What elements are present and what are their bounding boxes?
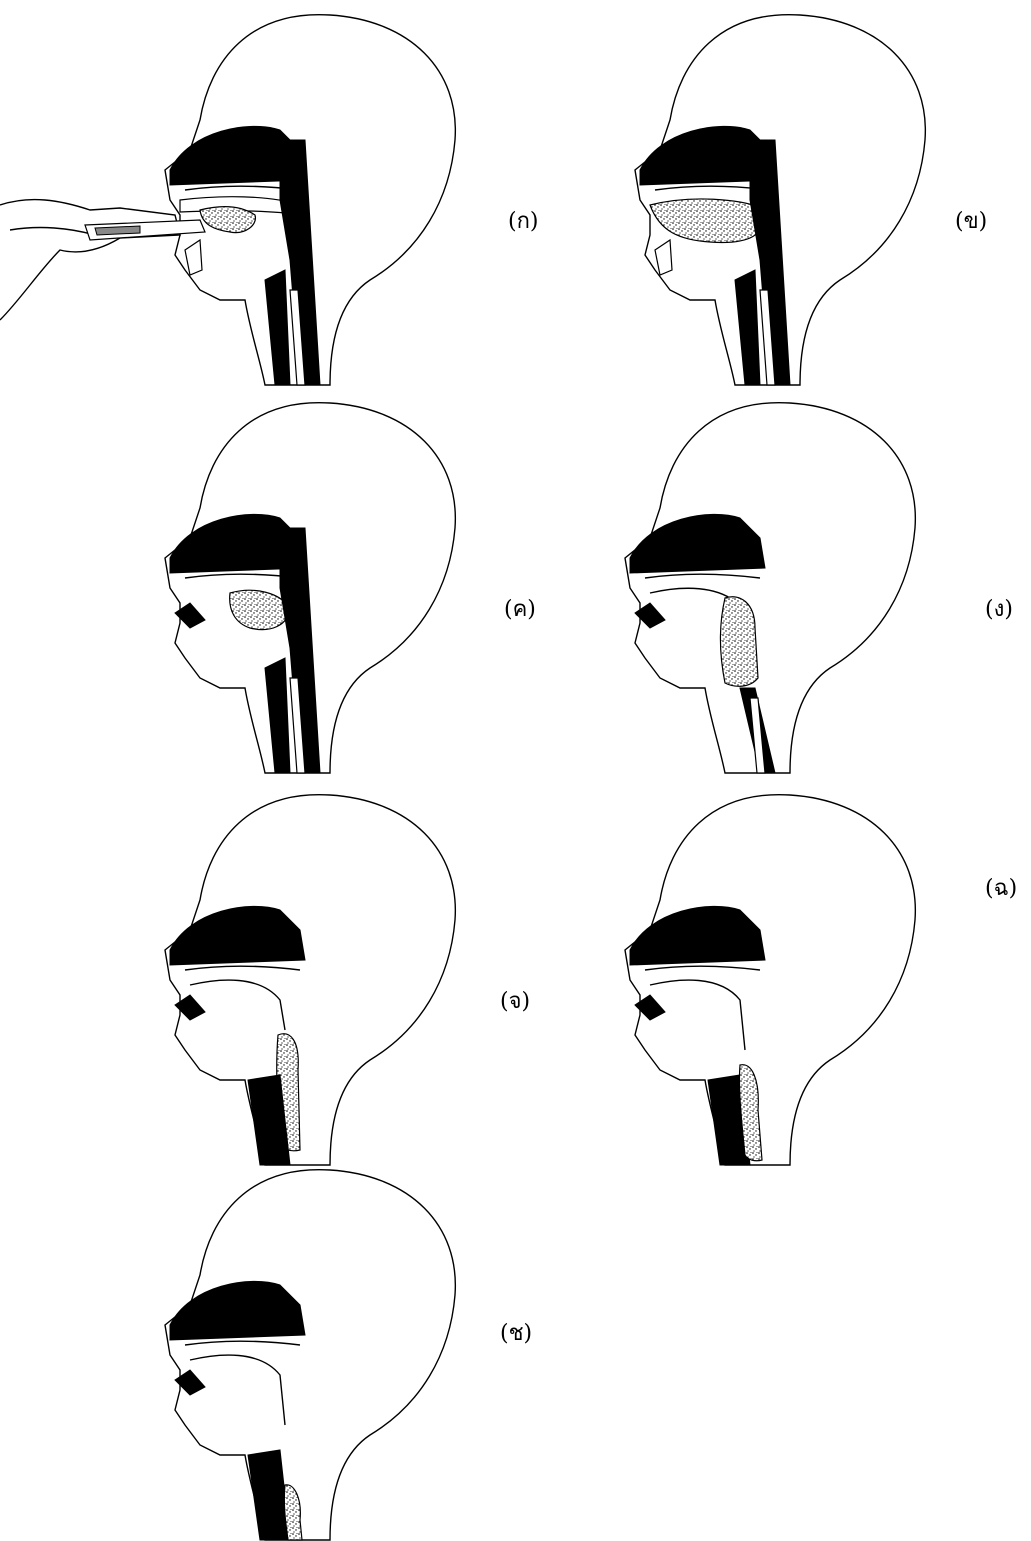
hand-illustration <box>0 0 330 385</box>
panel-d: (ง) <box>590 388 920 773</box>
panel-label: (จ) <box>500 983 530 1018</box>
panel-label: (ค) <box>504 591 536 626</box>
panel-label: (ก) <box>508 203 539 238</box>
head-diagram-g <box>130 1155 460 1540</box>
head-diagram-e <box>130 780 460 1165</box>
head-diagram-b <box>600 0 930 385</box>
panel-label: (ข) <box>955 203 987 238</box>
panel-label: (ช) <box>500 1315 532 1350</box>
panel-f: (ฉ) <box>590 780 920 1165</box>
panel-g: (ช) <box>130 1155 460 1540</box>
panel-label: (ฉ) <box>985 870 1017 905</box>
panel-label: (ง) <box>985 591 1013 626</box>
head-diagram-d <box>590 388 920 773</box>
panel-b: (ข) <box>600 0 930 385</box>
panel-e: (จ) <box>130 780 460 1165</box>
panel-a: (ก) <box>130 0 460 385</box>
head-diagram-f <box>590 780 920 1165</box>
head-diagram-c <box>130 388 460 773</box>
panel-c: (ค) <box>130 388 460 773</box>
